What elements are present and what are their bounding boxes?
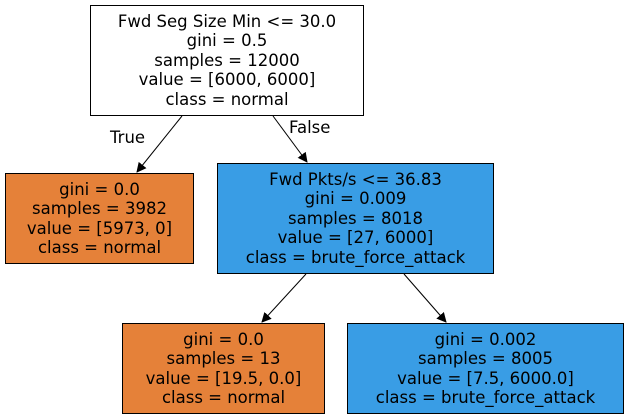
edge-label-true: True: [110, 128, 146, 147]
edge-label-false: False: [289, 118, 331, 137]
node-line: class = normal: [37, 238, 162, 257]
tree-node-left: gini = 0.0 samples = 3982 value = [5973,…: [5, 173, 194, 264]
node-line: samples = 13: [166, 349, 281, 368]
node-line: value = [6000, 6000]: [138, 70, 316, 90]
node-line: class = normal: [165, 89, 289, 109]
edge-right-to-right-left: [261, 273, 307, 323]
node-line: samples = 12000: [154, 50, 300, 70]
node-line: Fwd Seg Size Min <= 30.0: [117, 11, 337, 31]
tree-node-right: Fwd Pkts/s <= 36.83 gini = 0.009 samples…: [217, 163, 494, 274]
node-line: class = brute_force_attack: [375, 388, 596, 407]
edge-root-to-left: [136, 115, 183, 173]
node-line: class = normal: [161, 388, 286, 407]
node-line: gini = 0.002: [434, 329, 537, 349]
node-line: Fwd Pkts/s <= 36.83: [269, 169, 442, 189]
node-line: gini = 0.009: [304, 189, 407, 209]
node-line: value = [27, 6000]: [277, 228, 434, 248]
tree-node-root: Fwd Seg Size Min <= 30.0 gini = 0.5 samp…: [90, 5, 364, 116]
node-line: samples = 8005: [418, 349, 553, 368]
edge-right-to-right-right: [403, 273, 447, 323]
node-line: samples = 8018: [288, 208, 423, 228]
node-line: gini = 0.0: [59, 179, 140, 199]
node-line: value = [7.5, 6000.0]: [397, 368, 574, 388]
node-line: class = brute_force_attack: [245, 247, 466, 267]
node-line: gini = 0.0: [183, 329, 264, 349]
tree-node-right-right: gini = 0.002 samples = 8005 value = [7.5…: [347, 323, 624, 414]
node-line: value = [19.5, 0.0]: [145, 368, 302, 388]
node-line: value = [5973, 0]: [26, 218, 173, 238]
edge-root-to-right: [272, 115, 308, 163]
node-line: samples = 3982: [32, 199, 167, 218]
tree-node-right-left: gini = 0.0 samples = 13 value = [19.5, 0…: [122, 323, 325, 414]
node-line: gini = 0.5: [186, 31, 268, 51]
